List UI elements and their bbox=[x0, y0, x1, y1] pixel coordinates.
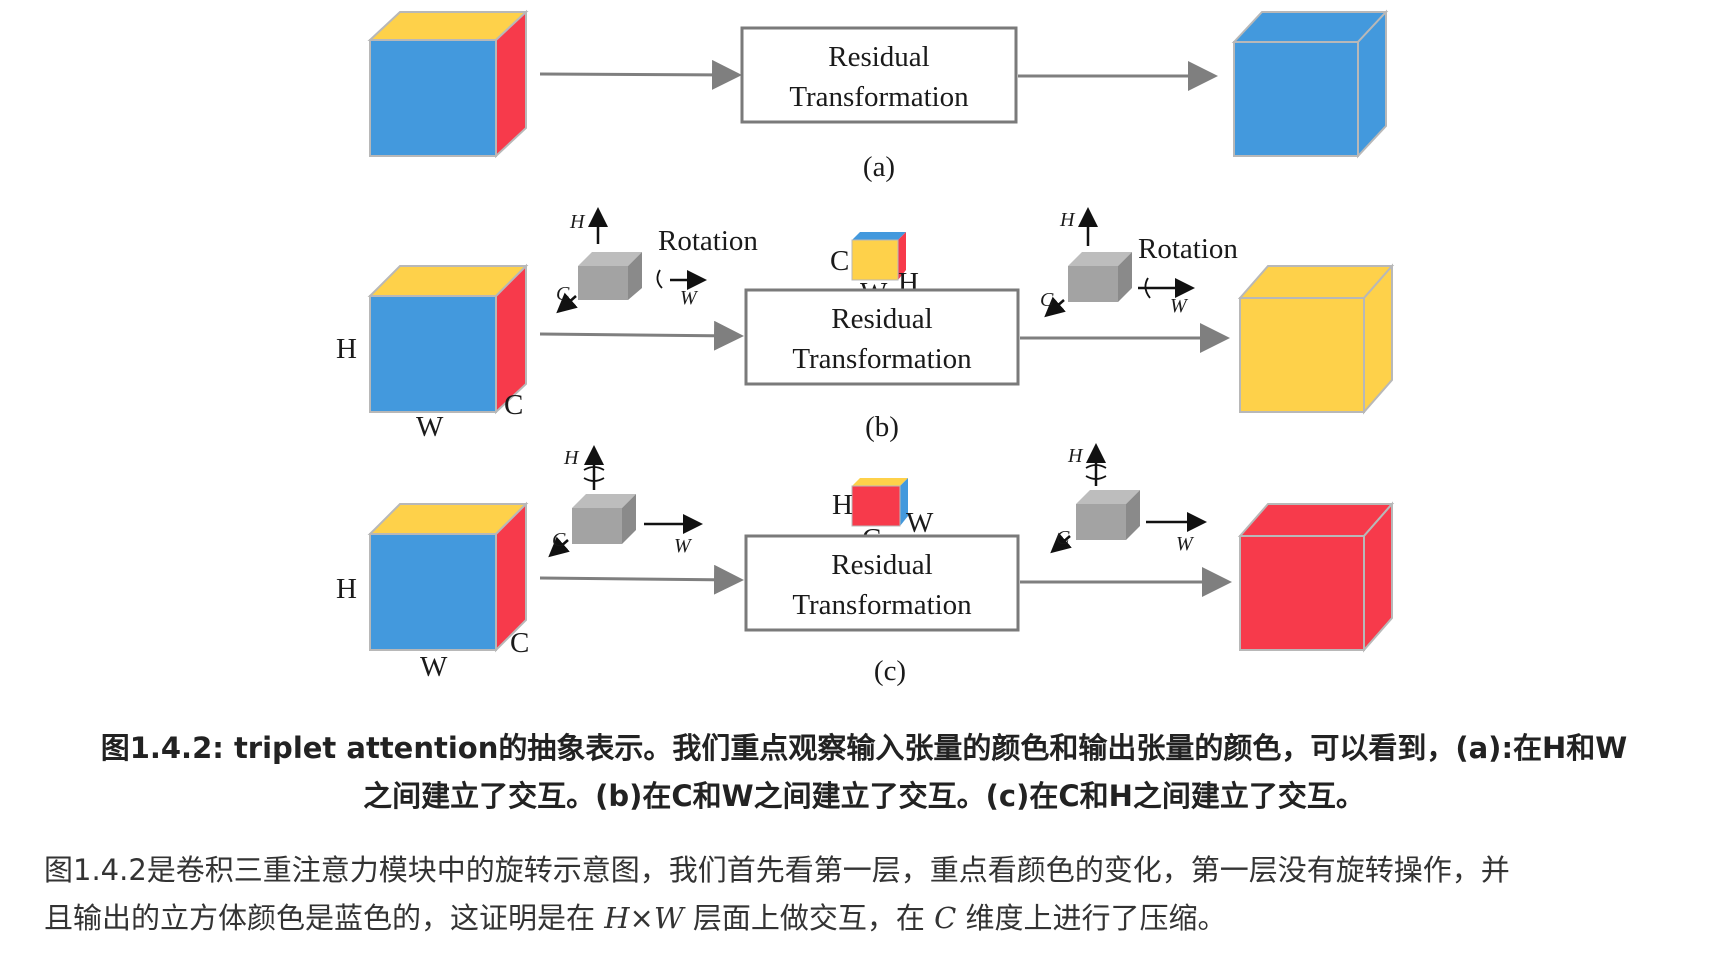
paragraph-line-1: 图1.4.2是卷积三重注意力模块中的旋转示意图，我们首先看第一层，重点看颜色的变… bbox=[44, 853, 1510, 887]
svg-text:Residual: Residual bbox=[828, 41, 930, 73]
svg-text:Residual: Residual bbox=[831, 303, 933, 335]
input-c-label-c: C bbox=[510, 627, 529, 659]
small-cube-c-label-h: H bbox=[832, 489, 853, 521]
input-c-label-w: W bbox=[420, 651, 448, 683]
gizmo-c-right-w: W bbox=[1176, 533, 1195, 555]
paragraph-line-2: 且输出的立方体颜色是蓝色的，这证明是在 H×W 层面上做交互，在 C 维度上进行… bbox=[44, 894, 1684, 942]
rotation-label-b-right: Rotation bbox=[1138, 233, 1238, 265]
arrow-c-in bbox=[539, 564, 744, 595]
math-times: × bbox=[629, 901, 654, 935]
arrow-b-in bbox=[539, 320, 744, 351]
math-w: W bbox=[653, 901, 684, 935]
gizmo-c-right-h: H bbox=[1067, 445, 1084, 467]
input-b-label-h: H bbox=[336, 333, 357, 365]
gizmo-c-left-h: H bbox=[563, 447, 580, 469]
residual-box-b: Residual Transformation bbox=[744, 288, 1020, 386]
arrow-a-in bbox=[539, 59, 742, 90]
residual-box-c: Residual Transformation bbox=[744, 534, 1020, 632]
gizmo-b-left-c: C bbox=[556, 283, 570, 305]
input-b-label-w: W bbox=[416, 411, 444, 443]
panel-label-c: (c) bbox=[874, 655, 906, 687]
residual-box-a: Residual Transformation bbox=[740, 26, 1018, 124]
row-a: Residual Transformation (a) bbox=[367, 9, 1389, 183]
output-cube-c bbox=[1237, 501, 1395, 653]
rotation-gizmo-c-left: H C W bbox=[548, 445, 703, 558]
gizmo-b-left-h: H bbox=[569, 211, 586, 233]
gizmo-c-right-c: C bbox=[1056, 527, 1070, 549]
small-cube-c bbox=[851, 478, 908, 527]
small-cube-b-label-c: C bbox=[830, 245, 849, 277]
gizmo-b-left-w: W bbox=[680, 287, 699, 309]
output-cube-a bbox=[1231, 9, 1389, 159]
input-b-label-c: C bbox=[504, 389, 523, 421]
gizmo-c-left-w: W bbox=[674, 535, 693, 557]
input-c-label-h: H bbox=[336, 573, 357, 605]
rotation-gizmo-b-right: H C W bbox=[1040, 207, 1195, 318]
gizmo-b-right-w: W bbox=[1170, 295, 1189, 317]
row-b: H W C H C W Rotation C W H Resi bbox=[336, 207, 1395, 443]
small-cube-c-label-w: W bbox=[906, 507, 934, 539]
paragraph-text-b: 层面上做交互，在 bbox=[683, 901, 935, 935]
row-c: H W C H C W H C W Residual Transformati bbox=[336, 443, 1395, 687]
math-h: H bbox=[604, 901, 630, 935]
body-paragraph: 图1.4.2是卷积三重注意力模块中的旋转示意图，我们首先看第一层，重点看颜色的变… bbox=[44, 846, 1684, 942]
rotation-label-b-left: Rotation bbox=[658, 225, 758, 257]
caption-line-1: 图1.4.2: triplet attention的抽象表示。我们重点观察输入张… bbox=[100, 731, 1628, 765]
gizmo-b-right-h: H bbox=[1059, 209, 1076, 231]
paragraph-text-a: 且输出的立方体颜色是蓝色的，这证明是在 bbox=[44, 901, 605, 935]
rotation-gizmo-b-left: H C W bbox=[556, 207, 707, 314]
panel-label-a: (a) bbox=[863, 151, 895, 183]
gizmo-b-right-c: C bbox=[1040, 289, 1054, 311]
input-cube-c bbox=[367, 501, 529, 653]
svg-text:Residual: Residual bbox=[831, 549, 933, 581]
panel-label-b: (b) bbox=[865, 411, 899, 443]
svg-text:Transformation: Transformation bbox=[792, 589, 972, 621]
svg-text:Transformation: Transformation bbox=[792, 343, 972, 375]
triplet-attention-figure: Residual Transformation (a) H W C bbox=[336, 9, 1395, 687]
input-cube-a bbox=[367, 9, 529, 159]
output-cube-b bbox=[1237, 263, 1395, 415]
input-cube-b bbox=[367, 263, 529, 415]
gizmo-c-left-c: C bbox=[552, 529, 566, 551]
svg-text:Transformation: Transformation bbox=[789, 81, 969, 113]
figure-caption: 图1.4.2: triplet attention的抽象表示。我们重点观察输入张… bbox=[44, 724, 1684, 820]
math-c: C bbox=[934, 901, 957, 935]
paragraph-text-c: 维度上进行了压缩。 bbox=[956, 901, 1227, 935]
small-cube-b bbox=[851, 232, 906, 281]
caption-line-2: 之间建立了交互。(b)在C和W之间建立了交互。(c)在C和H之间建立了交互。 bbox=[363, 779, 1365, 813]
rotation-gizmo-c-right: H C W bbox=[1050, 443, 1207, 555]
